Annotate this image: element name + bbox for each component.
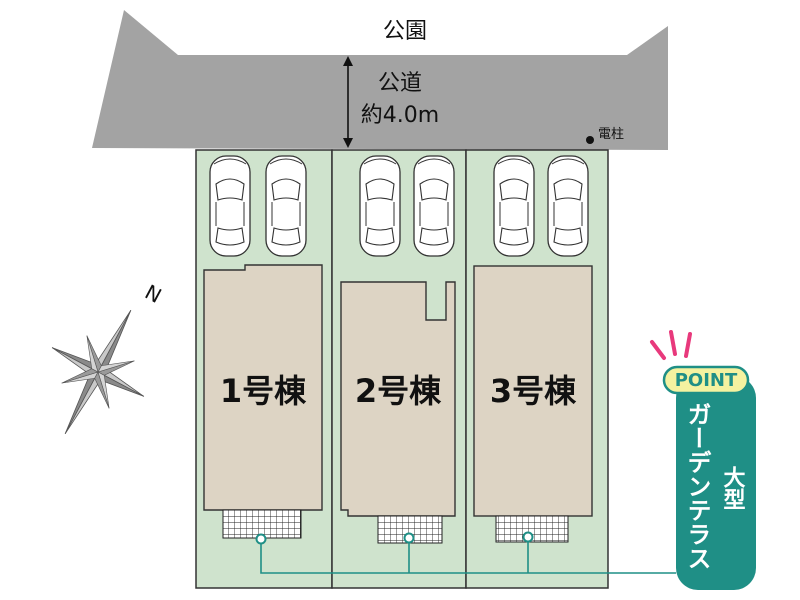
emphasis-mark: [669, 330, 677, 356]
building-2: [340, 281, 456, 517]
point-badge-text: POINT: [675, 370, 738, 391]
emphasis-mark: [684, 332, 692, 358]
callout-connector: [260, 539, 676, 574]
road-width-label: 約4.0m: [361, 103, 439, 128]
parking-car: [265, 155, 307, 257]
parking-car: [209, 155, 251, 257]
point-callout: POINT ガーデンテラス 大型: [650, 330, 756, 590]
parking-car: [359, 155, 401, 257]
callout-box: [676, 376, 756, 590]
garden-terrace-1: [222, 509, 302, 539]
connector-dot: [403, 532, 415, 544]
building-3: [473, 265, 593, 517]
connector-dot: [255, 533, 267, 545]
lot-1-label: 1号棟: [220, 372, 307, 410]
utility-pole-icon: [586, 136, 594, 144]
callout-text-main: ガーデンテラス: [683, 402, 711, 570]
lot-3-label: 3号棟: [490, 372, 577, 410]
emphasis-mark: [650, 340, 666, 360]
callout-text-sub: 大型: [720, 466, 746, 510]
public-road: [92, 10, 668, 150]
lot-2-label: 2号棟: [355, 372, 442, 410]
road-label: 公道: [378, 71, 422, 96]
parking-car: [493, 155, 535, 257]
park-label: 公園: [383, 19, 427, 44]
point-badge: [662, 365, 750, 395]
utility-pole-label: 電柱: [598, 127, 624, 142]
parking-car: [413, 155, 455, 257]
connector-dot: [522, 531, 534, 543]
compass-icon: [51, 309, 145, 435]
compass-north-label: N: [141, 280, 165, 308]
building-1: [203, 264, 323, 511]
road-width-arrow: [343, 56, 353, 148]
garden-terrace-3: [495, 515, 569, 543]
parking-car: [547, 155, 589, 257]
